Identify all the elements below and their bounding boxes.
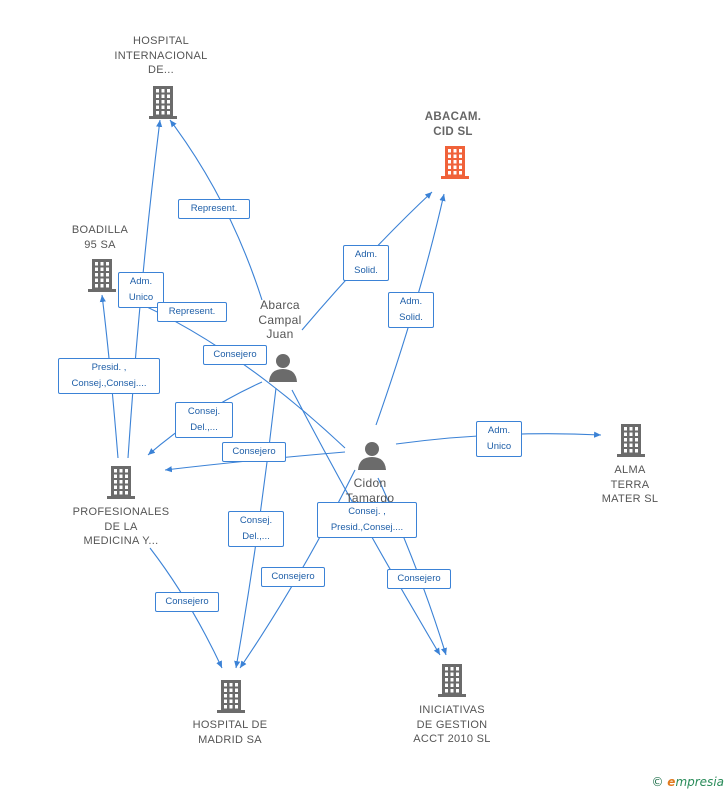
edge-label-consejero[interactable]: Consejero [155, 592, 219, 612]
building-icon[interactable] [616, 422, 646, 458]
edge-label-presid-consej[interactable]: Presid. , Consej.,Consej.... [58, 358, 160, 394]
node-label-abacam[interactable]: ABACAM. CID SL [424, 111, 482, 138]
node-label-abarca[interactable]: Abarca Campal Juan [258, 298, 302, 341]
edge-label-consejero[interactable]: Consejero [387, 569, 451, 589]
edge-label-consej-del[interactable]: Consej. Del.,... [228, 511, 284, 547]
edge-label-represent[interactable]: Represent. [178, 199, 250, 219]
node-label-boadilla[interactable]: BOADILLA 95 SA [71, 224, 129, 251]
node-label-hospital-internacional[interactable]: HOSPITAL INTERNACIONAL DE... [114, 35, 208, 76]
copyright-icon: © [651, 775, 664, 789]
edge-label-adm-unico[interactable]: Adm. Unico [476, 421, 522, 457]
node-label-iniciativas[interactable]: INICIATIVAS DE GESTION ACCT 2010 SL [413, 704, 491, 745]
edge-label-consej-del[interactable]: Consej. Del.,... [175, 402, 233, 438]
edge-cidon-iniciativas [377, 477, 447, 656]
edge-label-consejero[interactable]: Consejero [222, 442, 286, 462]
building-icon[interactable] [87, 257, 117, 293]
edge-label-adm-unico[interactable]: Adm. Unico [118, 272, 164, 308]
person-icon[interactable] [268, 352, 298, 382]
edge-label-adm-solid[interactable]: Adm. Solid. [343, 245, 389, 281]
edge-label-adm-solid[interactable]: Adm. Solid. [388, 292, 434, 328]
edge-label-consejero[interactable]: Consejero [261, 567, 325, 587]
building-icon[interactable] [106, 464, 136, 500]
brand-logo: empresia [667, 775, 724, 789]
building-icon[interactable] [437, 662, 467, 698]
node-label-cidon[interactable]: Cidon Tamargo [345, 476, 395, 505]
building-icon[interactable] [148, 84, 178, 120]
person-icon[interactable] [357, 440, 387, 470]
node-label-alma-terra[interactable]: ALMA TERRA MATER SL [601, 464, 659, 505]
node-label-hospital-madrid[interactable]: HOSPITAL DE MADRID SA [192, 719, 268, 746]
edge-label-represent[interactable]: Represent. [157, 302, 227, 322]
building-icon[interactable] [216, 678, 246, 714]
copyright-footer: © empresia [651, 775, 724, 789]
building-icon[interactable] [440, 144, 470, 180]
edge-label-consejero[interactable]: Consejero [203, 345, 267, 365]
node-label-profesionales[interactable]: PROFESIONALES DE LA MEDICINA Y... [72, 506, 170, 547]
edge-label-consej-presid[interactable]: Consej. , Presid.,Consej.... [317, 502, 417, 538]
